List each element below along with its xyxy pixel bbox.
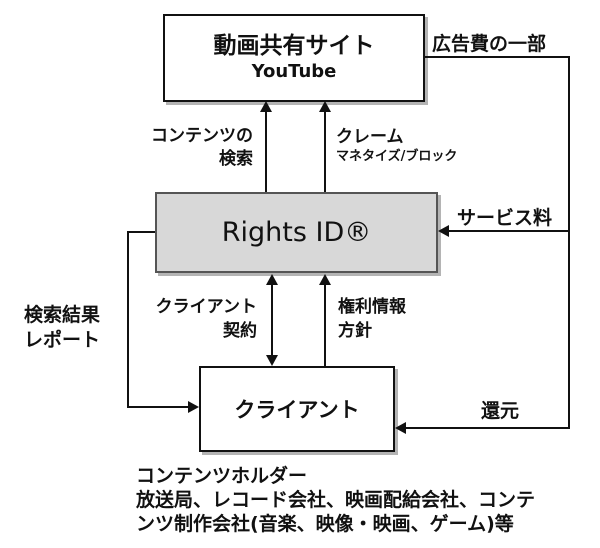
edge-client-contract-label: クライアント 契約 [145, 295, 257, 343]
edge-content-search-label-line2: 検索 [219, 149, 253, 169]
edge-client-contract-label-line2: 契約 [223, 321, 257, 341]
edge-ad-fee-label: 広告費の一部 [432, 33, 547, 55]
edge-claim-label-line2: マネタイズ/ブロック [336, 149, 458, 164]
edge-return-label: 還元 [481, 400, 520, 422]
edge-rights-policy-line [324, 284, 326, 366]
edge-rights-policy-label-line2: 方針 [338, 321, 372, 341]
edge-rights-policy-label-line1: 権利情報 [338, 297, 406, 317]
edge-search-report-label-line1: 検索結果 [24, 304, 101, 326]
node-video-site: 動画共有サイト YouTube [163, 14, 425, 102]
edge-search-report-label-line2: レポート [24, 329, 101, 351]
arrowhead-search-report-icon [188, 401, 199, 413]
arrowhead-claim-icon [319, 101, 331, 112]
footnote-heading: コンテンツホルダー [136, 465, 308, 487]
node-rights-id-title: Rights ID® [221, 217, 372, 248]
edge-service-fee-line [448, 230, 568, 232]
edge-content-search-line [265, 111, 267, 192]
edge-search-report-label: 検索結果 レポート [24, 303, 100, 353]
node-video-site-subtitle: YouTube [251, 61, 337, 82]
edge-right-line-vertical [568, 56, 570, 429]
edge-search-report-line-vertical [127, 231, 129, 408]
edge-claim-line [324, 111, 326, 192]
arrowhead-client-contract-up-icon [266, 274, 278, 285]
edge-claim-label-line1: クレーム [336, 127, 404, 147]
edge-client-contract-label-line1: クライアント [155, 297, 257, 317]
arrowhead-rights-policy-icon [319, 274, 331, 285]
footnote-line1: 放送局、レコード会社、映画配給会社、コンテ [136, 489, 536, 511]
edge-content-search-label: コンテンツの 検索 [108, 125, 253, 171]
node-client-title: クライアント [234, 398, 360, 422]
arrowhead-return-icon [395, 422, 406, 434]
arrowhead-content-search-icon [260, 101, 272, 112]
arrowhead-client-contract-down-icon [266, 355, 278, 366]
node-rights-id: Rights ID® [155, 192, 438, 273]
edge-search-report-line-bottom [127, 406, 188, 408]
edge-client-contract-line [271, 283, 273, 356]
arrowhead-service-fee-icon [438, 225, 449, 237]
footnote: コンテンツホルダー 放送局、レコード会社、映画配給会社、コンテ ンツ制作会社(音… [136, 464, 535, 536]
edge-content-search-label-line1: コンテンツの [151, 126, 253, 146]
edge-ad-fee-line-horizontal [425, 56, 570, 58]
node-video-site-title: 動画共有サイト [213, 33, 375, 59]
footnote-line2: ンツ制作会社(音楽、映像・映画、ゲーム)等 [136, 513, 514, 535]
edge-rights-policy-label: 権利情報 方針 [338, 295, 406, 343]
edge-return-line [405, 427, 568, 429]
edge-claim-label: クレーム マネタイズ/ブロック [336, 127, 457, 165]
edge-service-fee-label: サービス料 [457, 207, 553, 229]
edge-search-report-line-top [127, 231, 155, 233]
node-client: クライアント [199, 366, 395, 452]
